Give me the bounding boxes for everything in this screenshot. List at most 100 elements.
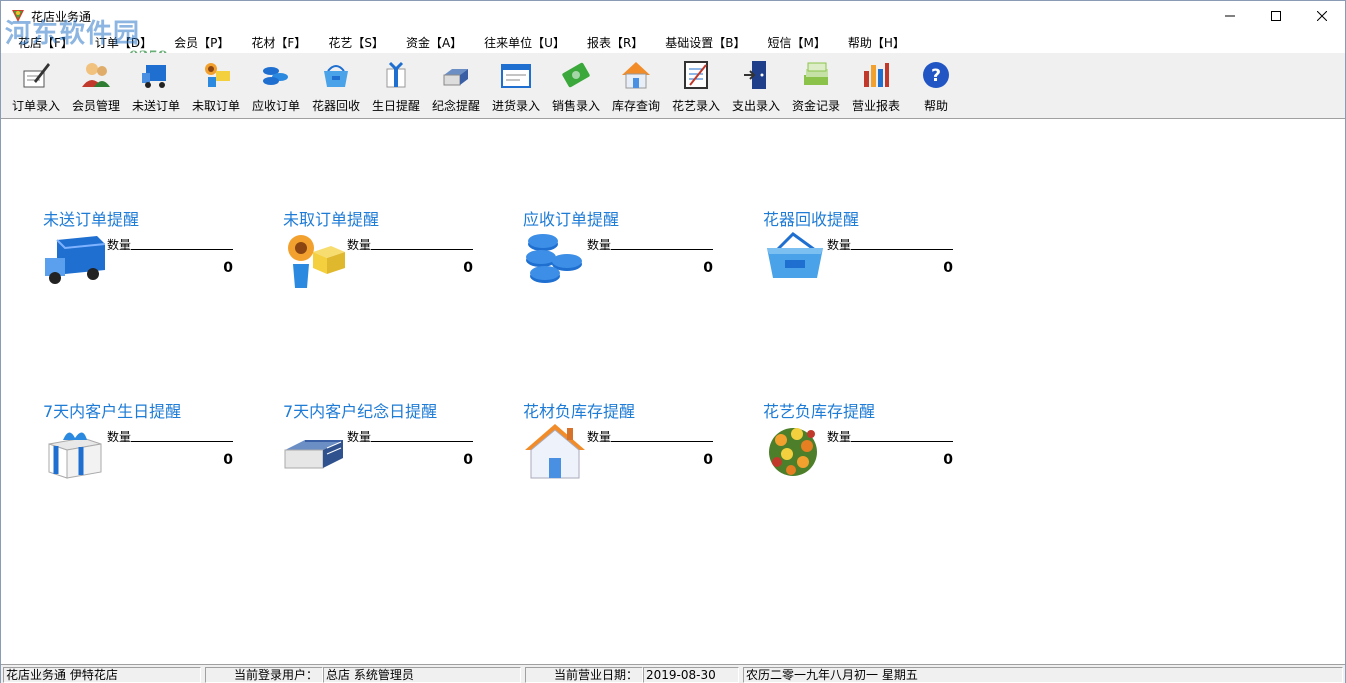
menu-reports[interactable]: 报表【R】 [586,35,644,50]
form-icon [501,64,531,88]
menu-order[interactable]: 订单【D】 [94,35,153,50]
reminder-card-vase-recycle[interactable]: 花器回收提醒 数量 0 [763,206,963,296]
quantity-label: 数量 [107,238,132,252]
quantity-underline [131,249,233,250]
toolbar-member-button[interactable]: 会员管理 [66,53,126,117]
quantity-value: 0 [703,260,713,276]
toolbar-label: 花器回收 [311,99,360,113]
toolbar-report-button[interactable]: 营业报表 [846,53,906,117]
status-user-value: 总店 系统管理员 [323,667,521,683]
quantity-underline [851,249,953,250]
notepad-icon [684,61,708,89]
menu-settings[interactable]: 基础设置【B】 [665,35,746,50]
quantity-value: 0 [943,260,953,276]
reminder-card-floral-stock[interactable]: 花艺负库存提醒 数量 0 [763,398,963,488]
toolbar-label: 未取订单 [191,99,240,113]
quantity-label: 数量 [587,430,612,444]
menu-member[interactable]: 会员【P】 [174,35,230,50]
quantity-underline [371,249,473,250]
toolbar-purchase-button[interactable]: 进货录入 [486,53,546,117]
card-title[interactable]: 花艺负库存提醒 [763,402,876,421]
toolbar-help-button[interactable]: ? 帮助 [906,53,966,117]
card-title[interactable]: 花器回收提醒 [763,210,860,229]
quantity-value: 0 [943,452,953,468]
reminder-card-material-stock[interactable]: 花材负库存提醒 数量 0 [523,398,723,488]
card-title[interactable]: 应收订单提醒 [523,210,620,229]
minimize-button[interactable] [1207,1,1253,31]
toolbar-vase-recycle-button[interactable]: 花器回收 [306,53,366,117]
app-logo-icon [12,10,24,22]
maximize-button[interactable] [1253,1,1299,31]
menu-shop[interactable]: 花店【F】 [18,35,73,50]
coins-icon [263,67,288,85]
toolbar-inventory-button[interactable]: 库存查询 [606,53,666,117]
reminder-card-receivable[interactable]: 应收订单提醒 数量 0 [523,206,723,296]
quantity-label: 数量 [827,430,852,444]
toolbar-label: 资金记录 [791,99,840,113]
members-icon [82,63,110,87]
toolbar-label: 应收订单 [251,99,300,113]
quantity-underline [611,441,713,442]
quantity-label: 数量 [827,238,852,252]
toolbar-anniversary-button[interactable]: 纪念提醒 [426,53,486,117]
quantity-underline [371,441,473,442]
quantity-label: 数量 [347,430,372,444]
status-bar: 花店业务通 伊特花店 当前登录用户： 总店 系统管理员 当前营业日期： 2019… [1,664,1345,683]
bouquet-icon [769,428,817,476]
menu-funds[interactable]: 资金【A】 [405,35,463,50]
toolbar-floral-art-button[interactable]: 花艺录入 [666,53,726,117]
status-date-value: 2019-08-30 [643,667,739,683]
toolbar-birthday-button[interactable]: 生日提醒 [366,53,426,117]
toolbar-undelivered-button[interactable]: 未送订单 [126,53,186,117]
toolbar-expense-button[interactable]: 支出录入 [726,53,786,117]
watermark-logo: 河东软件园 [5,19,141,49]
toolbar-unpicked-button[interactable]: 未取订单 [186,53,246,117]
reminder-card-birthday[interactable]: 7天内客户生日提醒 数量 0 [43,398,243,488]
door-exit-icon [744,61,766,89]
quantity-underline [611,249,713,250]
card-title[interactable]: 花材负库存提醒 [523,402,636,421]
close-icon [1317,11,1327,21]
toolbar-order-entry-button[interactable]: 订单录入 [6,53,66,117]
reminder-card-anniversary[interactable]: 7天内客户纪念日提醒 数量 0 [283,398,483,488]
window-title: 花店业务通 [31,10,92,24]
card-title[interactable]: 7天内客户纪念日提醒 [283,402,438,421]
house-icon [525,424,585,479]
delivery-truck-icon [142,65,166,88]
menu-help[interactable]: 帮助【H】 [847,35,905,50]
card-title[interactable]: 7天内客户生日提醒 [43,402,182,421]
toolbar-funds-button[interactable]: 资金记录 [786,53,846,117]
reminder-card-unpicked[interactable]: 未取订单提醒 数量 0 [283,206,483,296]
quantity-value: 0 [223,260,233,276]
delivery-truck-icon [45,236,106,284]
quantity-value: 0 [463,452,473,468]
reminder-card-undelivered[interactable]: 未送订单提醒 数量 0 [43,206,243,296]
status-app-shop: 花店业务通 伊特花店 [3,667,201,683]
menu-partners[interactable]: 往来单位【U】 [484,35,565,50]
card-title[interactable]: 未送订单提醒 [43,210,140,229]
toolbar-label: 订单录入 [11,99,60,113]
quantity-underline [851,441,953,442]
menu-material[interactable]: 花材【F】 [251,35,307,50]
status-lunar-date: 农历二零一九年八月初一 星期五 [743,667,1343,683]
menu-sms[interactable]: 短信【M】 [767,35,826,50]
toolbar-receivable-button[interactable]: 应收订单 [246,53,306,117]
close-button[interactable] [1299,1,1345,31]
toolbar: 订单录入 会员管理 未送订单 未取订单 [1,53,1345,119]
gift-icon [48,432,102,479]
toolbar-sales-button[interactable]: 销售录入 [546,53,606,117]
quantity-value: 0 [463,260,473,276]
gift-icon [386,61,406,88]
toolbar-label: 库存查询 [611,99,660,113]
toolbar-label: 纪念提醒 [431,99,480,113]
status-user-label: 当前登录用户： [205,667,323,683]
pen-paper-icon [23,63,50,88]
card-title[interactable]: 未取订单提醒 [283,210,380,229]
basket-icon [324,65,348,87]
svg-text:?: ? [931,66,941,86]
menu-floral-art[interactable]: 花艺【S】 [328,35,384,50]
quantity-underline [131,441,233,442]
toolbar-label: 销售录入 [551,99,600,113]
toolbar-label: 生日提醒 [371,99,420,113]
